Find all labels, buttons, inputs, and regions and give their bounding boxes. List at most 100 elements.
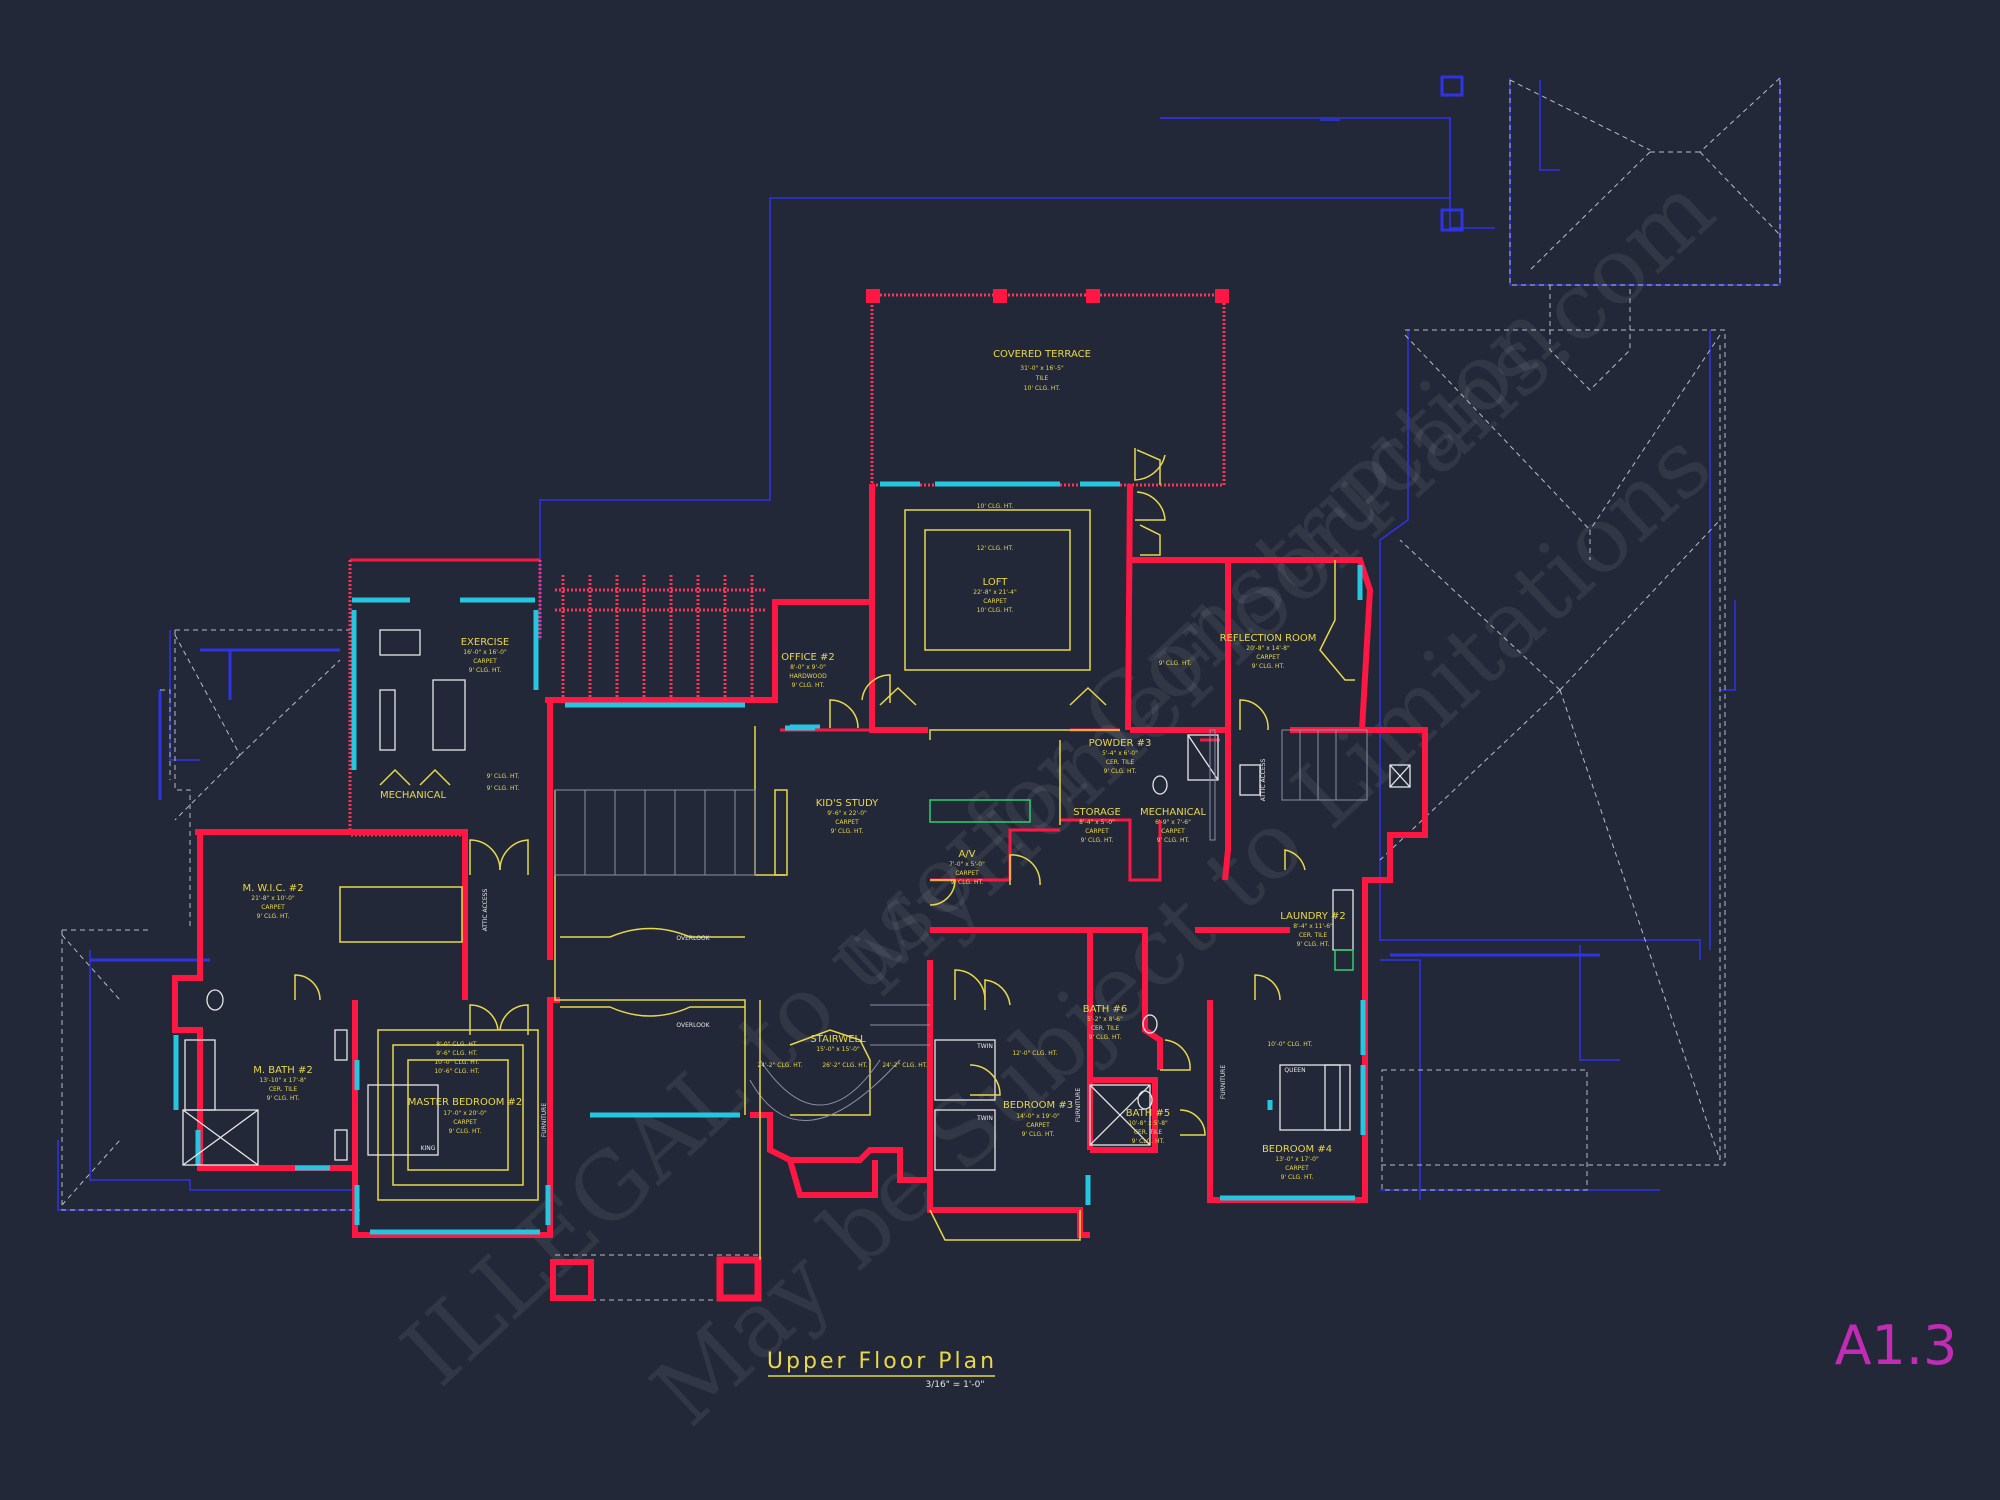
sheet-title: Upper Floor Plan (767, 1349, 997, 1374)
room-labels: COVERED TERRACE 31'-0" x 16'-5" TILE 10'… (242, 349, 1345, 1181)
doors (294, 448, 1306, 1136)
label-bath-6: BATH #6 (1083, 1004, 1127, 1015)
watermark-text-2: ILLEGAL to use for Construction (382, 281, 1578, 1406)
svg-text:10'-0" CLG. HT.: 10'-0" CLG. HT. (434, 1059, 479, 1066)
svg-text:9' CLG. HT.: 9' CLG. HT. (449, 1128, 482, 1135)
label-furniture-1: FURNITURE (541, 1103, 548, 1137)
interior-detail-lines (339, 449, 1355, 1241)
svg-text:CARPET: CARPET (1256, 654, 1280, 661)
svg-text:9' CLG. HT.: 9' CLG. HT. (1022, 1131, 1055, 1138)
label-office-2: OFFICE #2 (781, 652, 835, 663)
label-bath-5: BATH #5 (1126, 1108, 1170, 1119)
label-av: A/V (958, 849, 975, 860)
svg-text:13'-0" x 17'-0": 13'-0" x 17'-0" (1275, 1156, 1319, 1163)
svg-text:CARPET: CARPET (955, 870, 979, 877)
svg-text:9' CLG. HT.: 9' CLG. HT. (1081, 837, 1114, 844)
svg-text:9' CLG. HT.: 9' CLG. HT. (1157, 837, 1190, 844)
label-stairwell: STAIRWELL (810, 1034, 866, 1045)
label-bedroom-3: BEDROOM #3 (1003, 1100, 1073, 1111)
svg-text:13'-10" x 17'-8": 13'-10" x 17'-8" (259, 1077, 306, 1084)
svg-text:7'-0" x 5'-0": 7'-0" x 5'-0" (949, 861, 985, 868)
label-furniture-2: FURNITURE (1075, 1088, 1082, 1122)
svg-text:8'-4" x 11'-6": 8'-4" x 11'-6" (1293, 923, 1333, 930)
svg-text:8'-0" x 9'-0": 8'-0" x 9'-0" (790, 664, 826, 671)
label-exercise: EXERCISE (461, 637, 510, 648)
pergola (555, 575, 765, 700)
svg-text:CARPET: CARPET (983, 598, 1007, 605)
svg-text:9' CLG. HT.: 9' CLG. HT. (1159, 660, 1192, 667)
svg-text:CARPET: CARPET (453, 1119, 477, 1126)
svg-text:14'-0" x 19'-0": 14'-0" x 19'-0" (1016, 1113, 1060, 1120)
svg-text:8'-4" x 5'-0": 8'-4" x 5'-0" (1079, 819, 1115, 826)
svg-text:6'-9" x 7'-6": 6'-9" x 7'-6" (1155, 819, 1191, 826)
svg-text:10'-8" x 5'-8": 10'-8" x 5'-8" (1128, 1120, 1168, 1127)
svg-text:10' CLG. HT.: 10' CLG. HT. (1024, 385, 1061, 392)
svg-text:CARPET: CARPET (1285, 1165, 1309, 1172)
label-storage: STORAGE (1073, 807, 1121, 818)
svg-text:15'-0" x 15'-0": 15'-0" x 15'-0" (816, 1046, 860, 1053)
svg-text:24'-2" CLG. HT.: 24'-2" CLG. HT. (882, 1062, 927, 1069)
svg-text:9' CLG. HT.: 9' CLG. HT. (487, 785, 520, 792)
svg-text:20'-8" x 14'-8": 20'-8" x 14'-8" (1246, 645, 1290, 652)
fixtures (182, 629, 1411, 1171)
label-overlook-2: OVERLOOK (676, 1022, 710, 1029)
label-loft: LOFT (983, 577, 1009, 588)
svg-text:KING: KING (421, 1145, 436, 1152)
svg-text:TWIN: TWIN (976, 1043, 993, 1050)
label-kids-study: KID'S STUDY (816, 798, 879, 809)
svg-text:9' CLG. HT.: 9' CLG. HT. (487, 773, 520, 780)
svg-text:22'-8" x 21'-4": 22'-8" x 21'-4" (973, 589, 1017, 596)
svg-text:TWIN: TWIN (976, 1115, 993, 1122)
entry-columns (550, 1000, 762, 1302)
svg-text:9' CLG. HT.: 9' CLG. HT. (469, 667, 502, 674)
svg-text:24'-2" CLG. HT.: 24'-2" CLG. HT. (757, 1062, 802, 1069)
svg-text:9'-6" x 22'-0": 9'-6" x 22'-0" (827, 810, 867, 817)
svg-text:CER. TILE: CER. TILE (1091, 1025, 1120, 1032)
svg-text:9' CLG. HT.: 9' CLG. HT. (1297, 941, 1330, 948)
svg-text:5'-4" x 6'-0": 5'-4" x 6'-0" (1102, 750, 1138, 757)
label-furniture-3: FURNITURE (1220, 1065, 1227, 1099)
svg-text:5'-2" x 8'-6": 5'-2" x 8'-6" (1087, 1016, 1123, 1023)
svg-text:9' CLG. HT.: 9' CLG. HT. (1281, 1174, 1314, 1181)
svg-text:CER. TILE: CER. TILE (269, 1086, 298, 1093)
svg-text:9' CLG. HT.: 9' CLG. HT. (951, 879, 984, 886)
label-m-bath-2: M. BATH #2 (253, 1065, 312, 1076)
svg-text:9' CLG. HT.: 9' CLG. HT. (831, 828, 864, 835)
svg-text:CARPET: CARPET (261, 904, 285, 911)
svg-text:9' CLG. HT.: 9' CLG. HT. (1089, 1034, 1122, 1041)
svg-text:9' CLG. HT.: 9' CLG. HT. (1132, 1138, 1165, 1145)
label-master-bedroom-2: MASTER BEDROOM #2 (408, 1097, 523, 1108)
label-laundry-2: LAUNDRY #2 (1280, 911, 1345, 922)
svg-text:9' CLG. HT.: 9' CLG. HT. (792, 682, 825, 689)
svg-text:CARPET: CARPET (1085, 828, 1109, 835)
label-powder-3: POWDER #3 (1089, 738, 1152, 749)
svg-text:CER. TILE: CER. TILE (1134, 1129, 1163, 1136)
sheet-scale: 3/16" = 1'-0" (926, 1380, 985, 1390)
label-bedroom-4: BEDROOM #4 (1262, 1144, 1332, 1155)
svg-text:CARPET: CARPET (835, 819, 859, 826)
sheet-number: A1.3 (1835, 1314, 1958, 1377)
svg-text:CARPET: CARPET (473, 658, 497, 665)
svg-text:10' CLG. HT.: 10' CLG. HT. (977, 607, 1014, 614)
svg-text:12'-0" CLG. HT.: 12'-0" CLG. HT. (1012, 1050, 1057, 1057)
sheet-title-block: Upper Floor Plan 3/16" = 1'-0" A1.3 (767, 1314, 1957, 1390)
svg-text:9'-6" CLG. HT.: 9'-6" CLG. HT. (436, 1050, 478, 1057)
svg-text:CER. TILE: CER. TILE (1299, 932, 1328, 939)
label-overlook-1: OVERLOOK (676, 935, 710, 942)
svg-text:TILE: TILE (1035, 375, 1049, 382)
svg-text:31'-0" x 16'-5": 31'-0" x 16'-5" (1020, 365, 1064, 372)
label-mechanical-1: MECHANICAL (380, 790, 447, 801)
svg-text:9' CLG. HT.: 9' CLG. HT. (1104, 768, 1137, 775)
roof-outline (61, 77, 1781, 1301)
svg-text:10'-6" CLG. HT.: 10'-6" CLG. HT. (434, 1068, 479, 1075)
label-mechanical-2: MECHANICAL (1140, 807, 1207, 818)
svg-text:16'-0" x 16'-0": 16'-0" x 16'-0" (463, 649, 507, 656)
label-attic-access-1: ATTIC ACCESS (482, 889, 489, 932)
svg-text:12' CLG. HT.: 12' CLG. HT. (977, 545, 1014, 552)
svg-text:CER. TILE: CER. TILE (1106, 759, 1135, 766)
svg-text:10'-0" CLG. HT.: 10'-0" CLG. HT. (1267, 1041, 1312, 1048)
watermark-text-3: May be Subject to Limitations (632, 411, 1731, 1447)
svg-text:QUEEN: QUEEN (1284, 1067, 1305, 1074)
svg-text:8'-0" CLG. HT.: 8'-0" CLG. HT. (436, 1041, 478, 1048)
